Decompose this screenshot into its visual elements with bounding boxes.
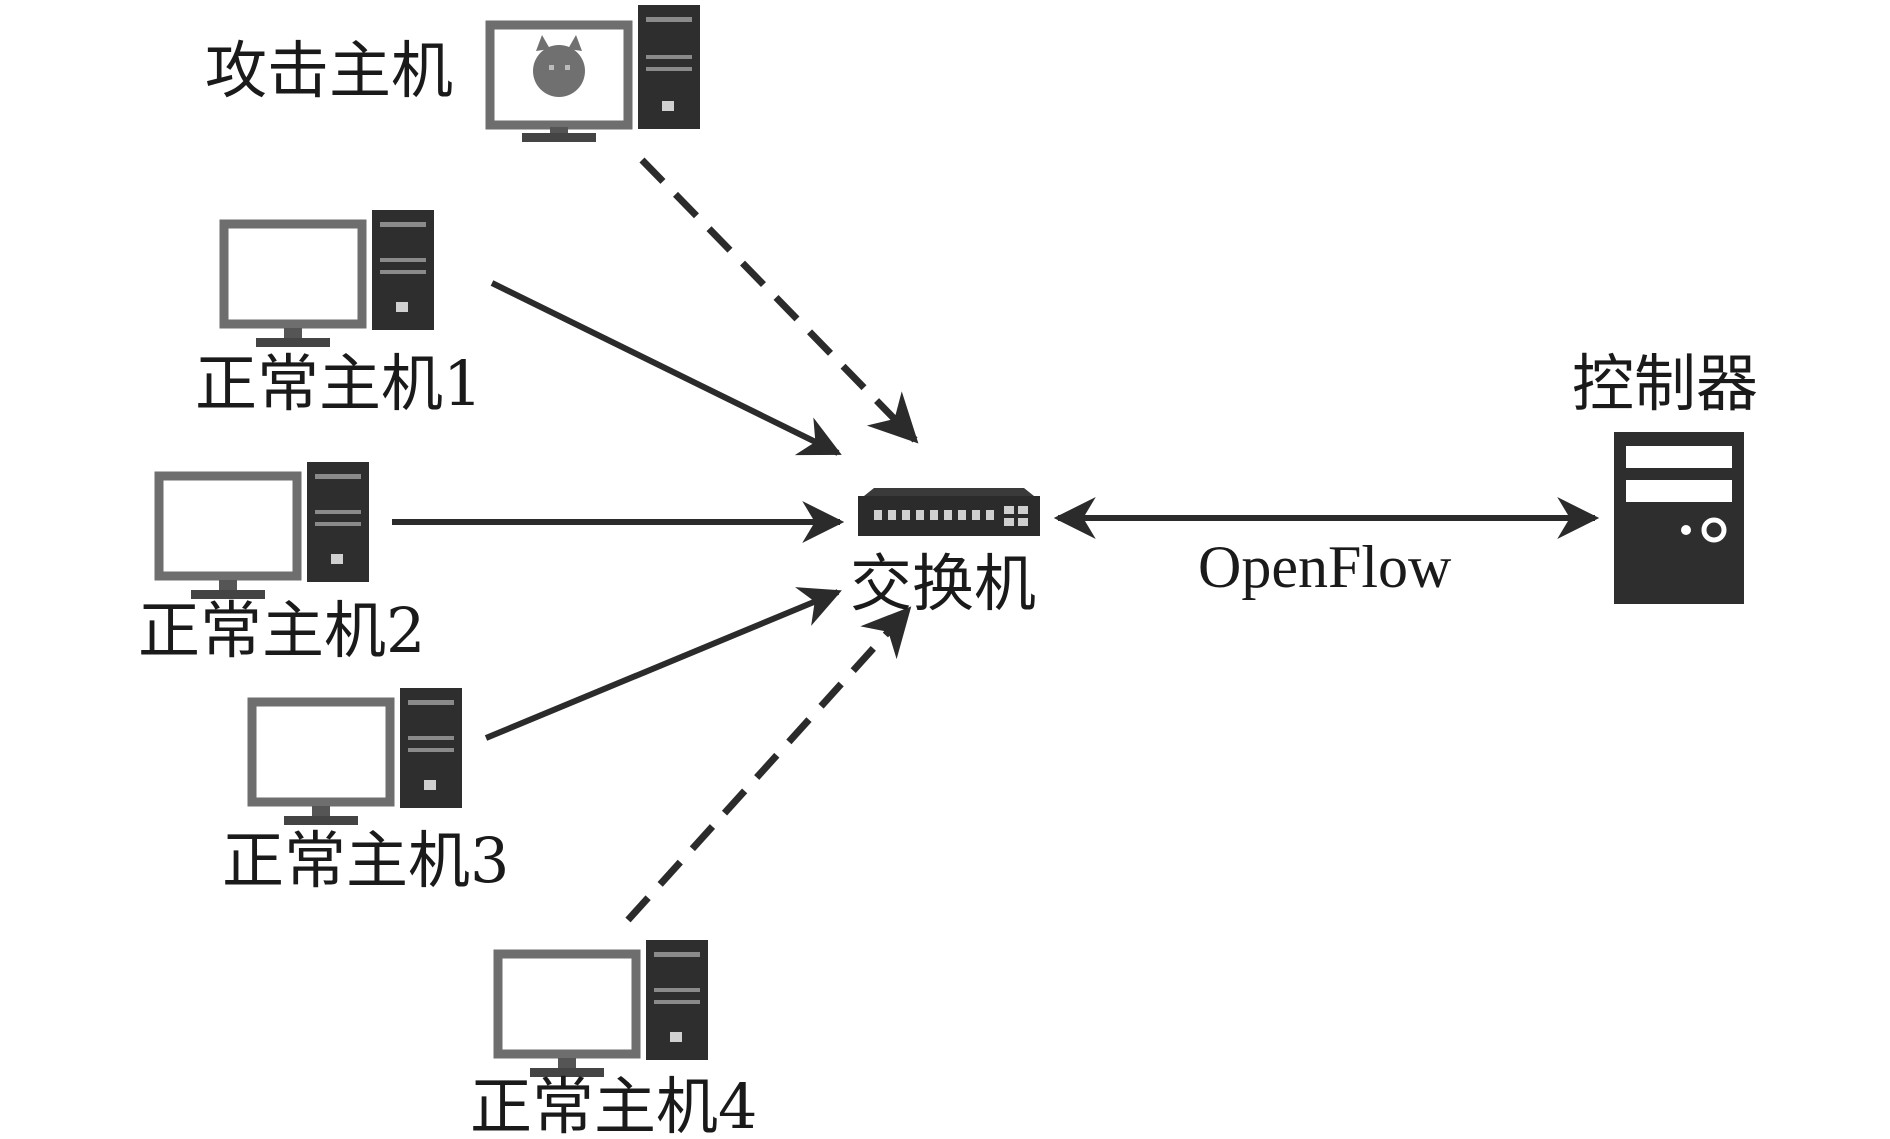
host-4: 正常主机4 xyxy=(470,940,757,1139)
switch: 交换机 xyxy=(850,488,1040,620)
desktop-computer-icon xyxy=(224,210,434,347)
server-icon xyxy=(1614,432,1744,604)
host-1-label: 正常主机1 xyxy=(195,347,482,420)
network-switch-icon xyxy=(858,488,1040,536)
attack-host: 攻击主机 xyxy=(205,5,700,142)
controller: 控制器 xyxy=(1572,347,1758,604)
openflow-label: OpenFlow xyxy=(1198,534,1452,600)
connections xyxy=(392,157,1600,923)
desktop-computer-icon xyxy=(498,940,708,1077)
attack-link xyxy=(639,157,919,444)
attacker-computer-icon xyxy=(485,5,700,142)
switch-label: 交换机 xyxy=(850,547,1036,620)
host3-link xyxy=(484,587,842,741)
controller-label: 控制器 xyxy=(1572,347,1758,420)
host-3: 正常主机3 xyxy=(222,688,509,897)
host1-link xyxy=(490,280,842,456)
attack-host-label: 攻击主机 xyxy=(205,34,453,107)
host4-link xyxy=(625,606,912,923)
desktop-computer-icon xyxy=(159,462,369,599)
host-2-label: 正常主机2 xyxy=(138,594,425,667)
host-1: 正常主机1 xyxy=(195,210,482,420)
host-3-label: 正常主机3 xyxy=(222,824,509,897)
desktop-computer-icon xyxy=(252,688,462,825)
host-2: 正常主机2 xyxy=(138,462,425,667)
host-4-label: 正常主机4 xyxy=(470,1070,757,1139)
